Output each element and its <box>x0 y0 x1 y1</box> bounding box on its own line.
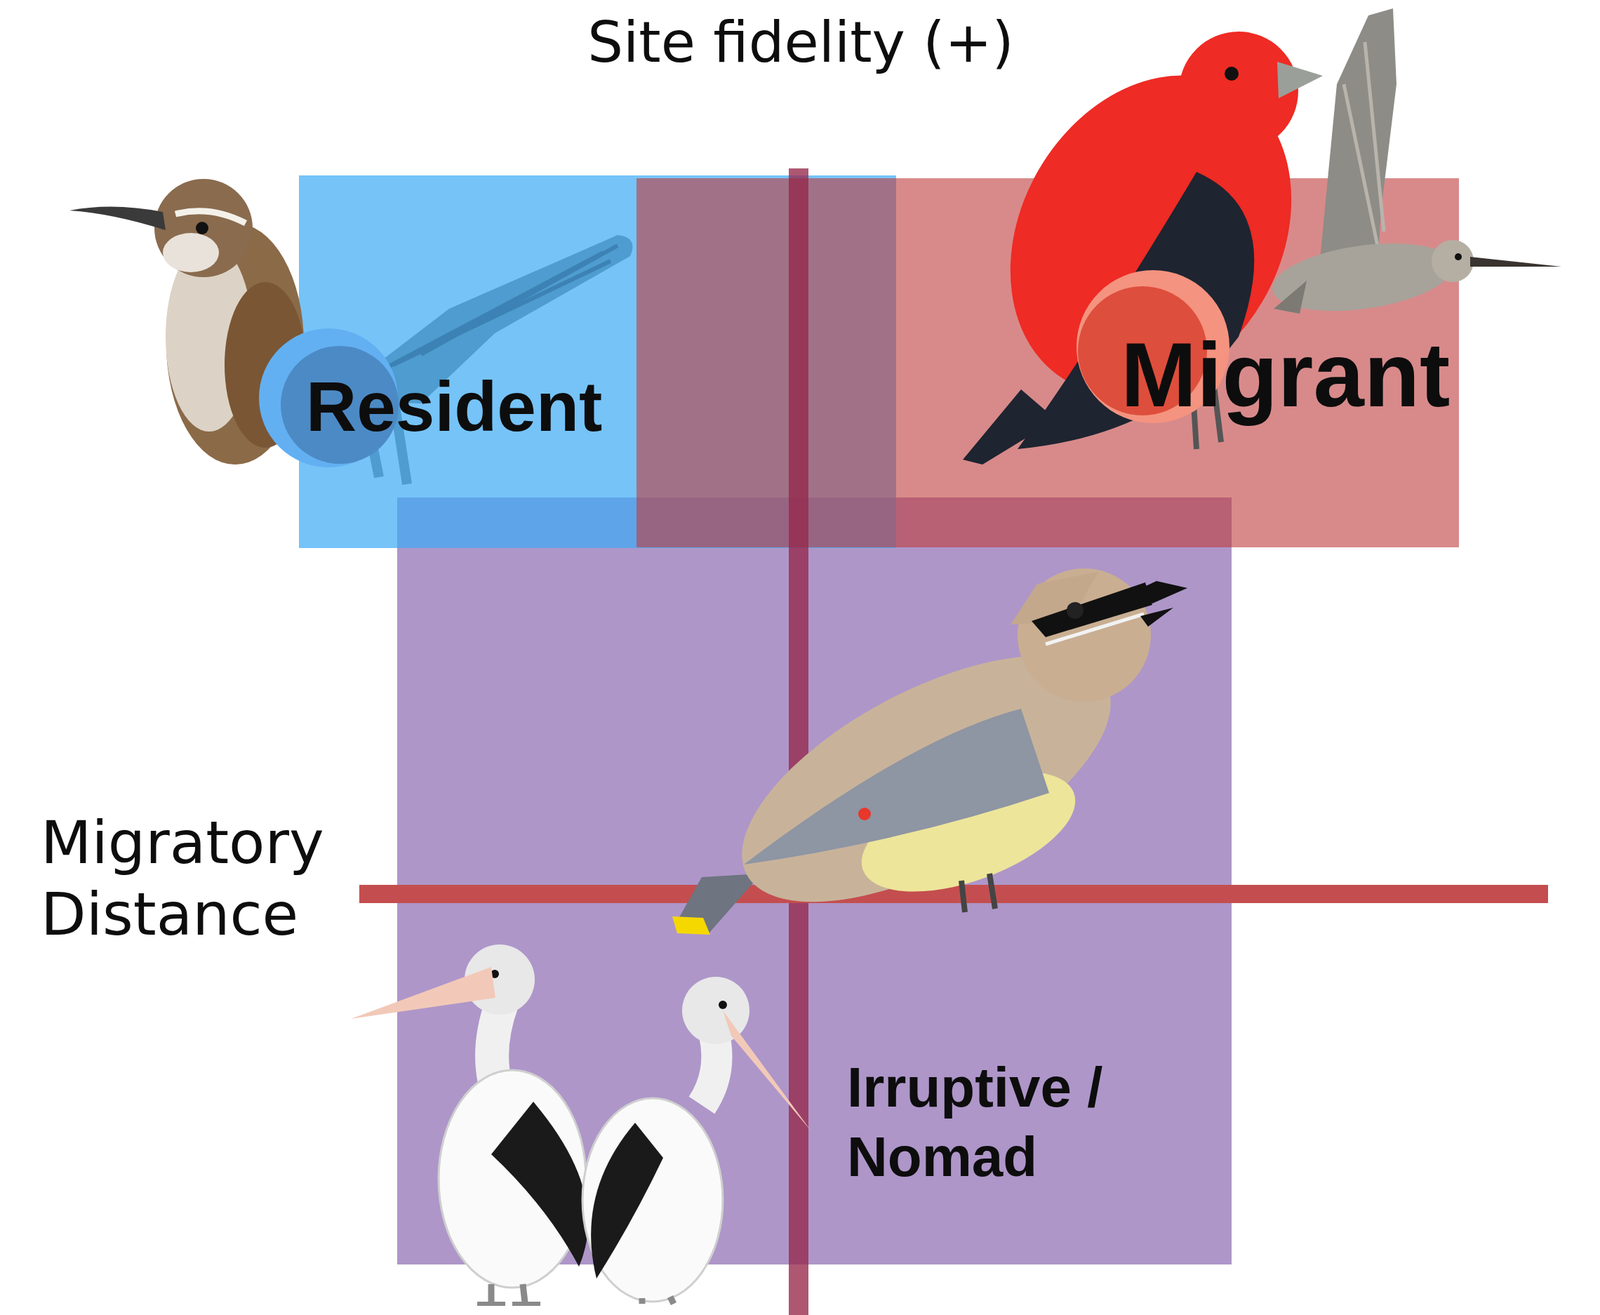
godwit-figure <box>1268 8 1562 322</box>
tanager-figure <box>954 24 1348 465</box>
waxwing-figure <box>672 568 1188 953</box>
pelican-figure <box>350 944 812 1304</box>
region-label: Irruptive / Nomad <box>847 1052 1142 1192</box>
vertical-axis <box>788 168 809 1315</box>
region-box: Irruptive / Nomad <box>397 497 1232 1265</box>
label-holder: Migratory Distance <box>40 807 364 951</box>
axis-label: Migratory Distance <box>40 807 364 951</box>
region-label: Migrant <box>1120 322 1450 429</box>
resident-bullet <box>258 328 399 468</box>
wren-figure <box>69 178 633 485</box>
migrant-bullet <box>1076 270 1230 424</box>
label-holder: Site fidelity (+) <box>0 9 1600 76</box>
axis-label: Site fidelity (+) <box>0 9 1600 76</box>
region-label: Resident <box>305 366 603 448</box>
region-box: Migrant <box>636 178 1459 548</box>
horizontal-axis <box>359 884 1549 904</box>
